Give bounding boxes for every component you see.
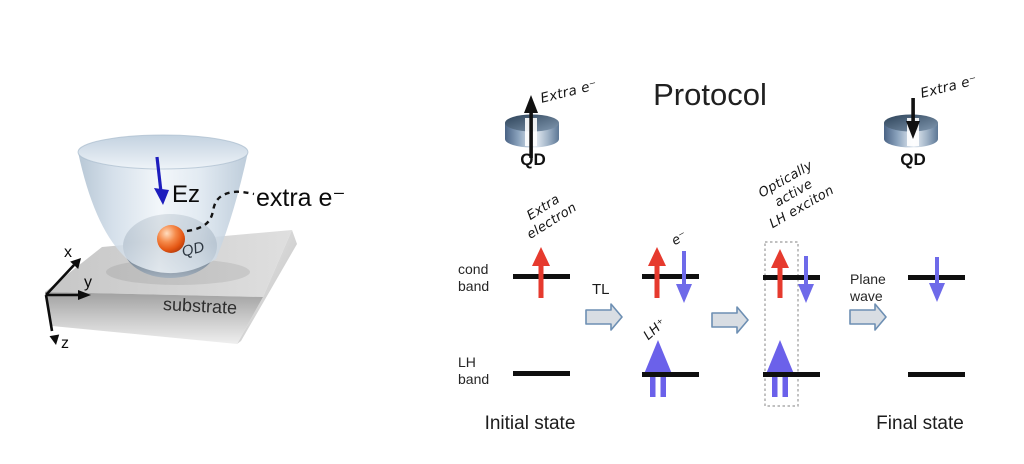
extra-electron-label: extra e⁻ <box>256 184 346 212</box>
plane-wave-step-label: Plane wave <box>850 271 886 305</box>
electron-sphere <box>157 225 185 253</box>
spin-up-arrow-step2 <box>648 247 666 298</box>
qd-label-right: QD <box>900 150 926 169</box>
spin-up-arrow-initial <box>532 247 550 298</box>
spin-down-arrow-final <box>929 257 945 302</box>
lh-level-step2 <box>642 372 699 377</box>
optically-active-box <box>764 241 799 407</box>
z-axis-line <box>44 294 54 332</box>
initial-state-label: Initial state <box>484 413 576 434</box>
protocol-title: Protocol <box>653 77 767 112</box>
lh-band-label: LH band <box>458 354 490 388</box>
y-axis-arrowhead <box>78 290 91 300</box>
x-axis-line <box>45 264 75 296</box>
lh-level-step3 <box>763 372 820 377</box>
cone-body <box>78 152 248 274</box>
lh-level-final <box>908 372 965 377</box>
step-arrow-plane-wave <box>849 303 887 331</box>
extra-electron-arrow-up-icon <box>524 95 538 158</box>
qd-disk-right <box>884 98 938 148</box>
substrate-side-face <box>237 230 297 344</box>
spin-down-arrow-step2 <box>676 251 692 303</box>
ez-label: Ez <box>172 181 201 208</box>
cond-band-label: cond band <box>458 261 490 295</box>
cond-level-step2 <box>642 274 699 279</box>
trap-cone <box>77 134 249 274</box>
qd-label-left: QD <box>520 150 546 169</box>
step-arrow-tl <box>585 303 623 331</box>
substrate-label: substrate <box>162 294 238 318</box>
y-axis-label: y <box>84 274 92 291</box>
x-axis-arrowhead <box>70 258 81 269</box>
lh-hole-arrow-panel3 <box>766 340 794 397</box>
spin-up-arrow-step3 <box>771 249 789 298</box>
leader-dashed-line <box>186 190 255 233</box>
z-axis-label: z <box>61 335 69 352</box>
substrate-front-face <box>45 292 263 344</box>
final-state-label: Final state <box>876 413 964 434</box>
spin-down-arrow-step3 <box>798 256 814 303</box>
step-arrow-mid <box>711 306 749 334</box>
z-axis-arrowhead <box>49 334 60 345</box>
coordinate-axes <box>44 258 91 345</box>
cond-level-step3 <box>763 275 820 280</box>
lh-level-initial <box>513 371 570 376</box>
qd-disk-left <box>505 95 559 158</box>
lh-hole-arrow-panel2 <box>644 340 672 397</box>
x-axis-label: x <box>64 244 72 261</box>
ez-field-arrow <box>154 156 169 205</box>
extra-electron-arrow-down-icon <box>906 98 920 139</box>
cone-opening <box>77 134 249 170</box>
tl-step-label: TL <box>592 281 610 298</box>
